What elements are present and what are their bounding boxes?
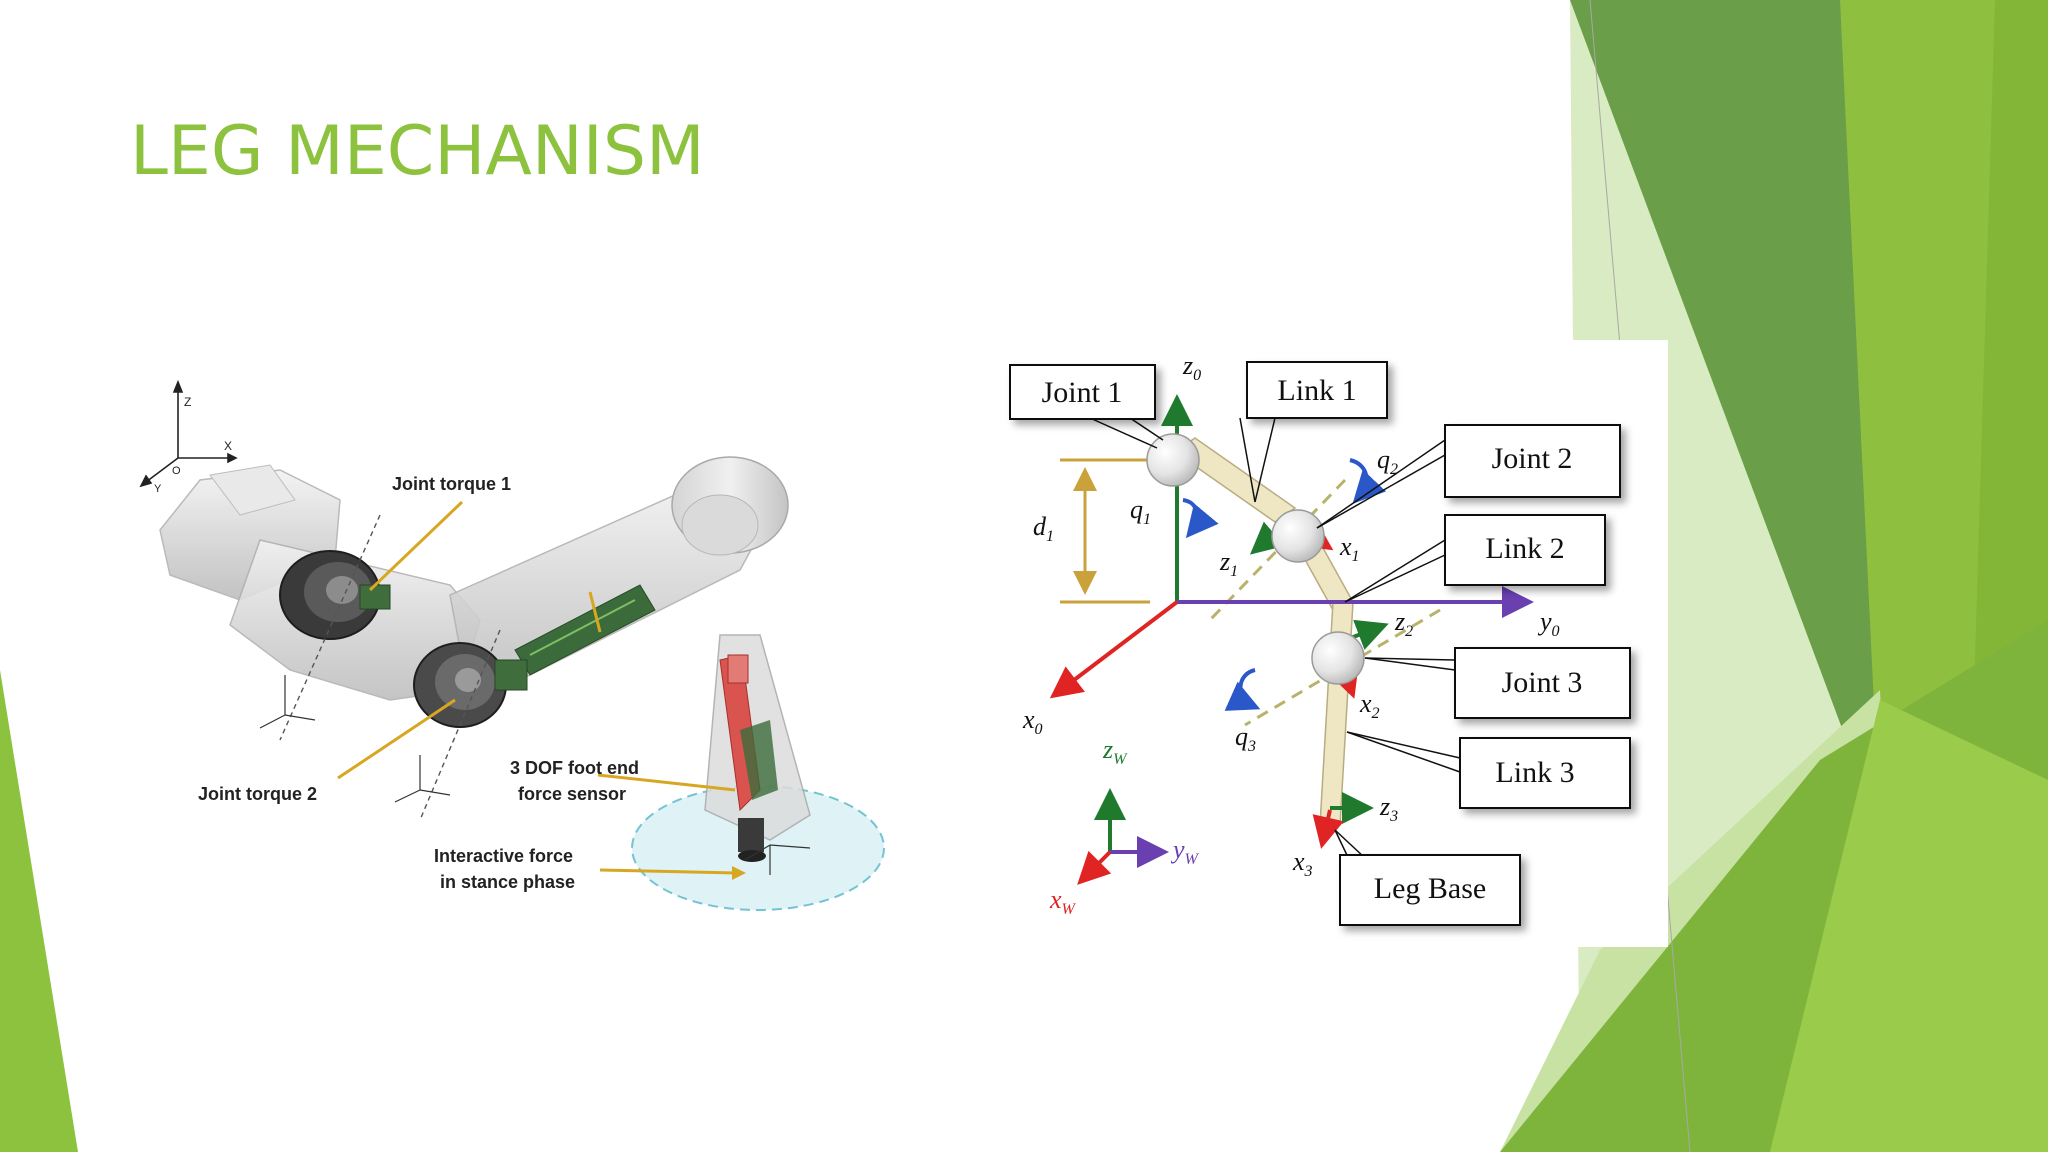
local-axes-foot [744, 844, 811, 875]
world-axis-y-label: Y [154, 483, 162, 495]
rotation-q1-icon [1182, 498, 1219, 539]
box-link1 [1246, 361, 1388, 419]
label-boxes [1009, 361, 1631, 926]
symbol-z1: z1 [1219, 547, 1238, 580]
rotation-q3-icon [1224, 668, 1261, 711]
box-leaders [1089, 417, 1461, 873]
box-link3 [1459, 737, 1631, 809]
label-leg-base: Leg Base [1374, 872, 1486, 905]
symbol-zw: zW [1102, 735, 1128, 768]
symbol-x1: x1 [1339, 532, 1360, 565]
symbol-y0: y0 [1537, 607, 1560, 640]
label-joint-3: Joint 3 [1502, 666, 1583, 699]
callout-force-line1: Interactive force [434, 846, 573, 866]
callout-joint-torque-1: Joint torque 1 [392, 474, 511, 494]
callout-leaders [337, 500, 737, 875]
symbol-x2: x2 [1359, 689, 1380, 722]
box-link2 [1444, 514, 1606, 586]
label-link-2: Link 2 [1485, 532, 1564, 565]
kinematic-diagram: Joint 1 Link 1 Joint 2 Link 2 Joint 3 Li… [985, 340, 1668, 947]
symbol-z2: z2 [1394, 607, 1413, 640]
world-axis-x-label: X [224, 439, 232, 453]
axis-x0 [1049, 600, 1179, 699]
box-joint3 [1454, 647, 1631, 719]
box-joint2 [1444, 424, 1621, 498]
symbol-x0: x0 [1022, 705, 1043, 738]
label-joint-2: Joint 2 [1492, 442, 1573, 475]
symbol-q2: q2 [1377, 445, 1398, 478]
symbol-xw: xW [1049, 885, 1077, 918]
callout-sensor-line2: force sensor [518, 784, 626, 804]
joint-3-ball [1311, 631, 1365, 685]
joint-motor-2 [413, 642, 528, 728]
joint-1-ball [1146, 433, 1200, 487]
label-joint-1: Joint 1 [1042, 376, 1123, 409]
symbol-z3: z3 [1379, 792, 1398, 825]
deco-facet-darkgreen [1570, 0, 1880, 830]
label-link-3: Link 3 [1495, 756, 1574, 789]
rotation-q2-icon [1349, 458, 1387, 504]
callout-force-line2: in stance phase [440, 872, 575, 892]
box-leg-base [1339, 854, 1521, 926]
joint-2-ball [1271, 509, 1325, 563]
world-axes [139, 379, 238, 488]
symbol-x3: x3 [1292, 847, 1313, 880]
callout-joint-torque-2: Joint torque 2 [198, 784, 317, 804]
box-joint1 [1009, 364, 1156, 420]
slide-title: LEG MECHANISM [130, 112, 705, 191]
callout-sensor-line1: 3 DOF foot end [510, 758, 639, 778]
local-axes-joint1 [259, 675, 316, 729]
local-axes-joint2 [394, 755, 451, 803]
symbol-d1: d1 [1033, 512, 1054, 545]
symbol-q1: q1 [1130, 495, 1151, 528]
world-axis-z-label: Z [184, 395, 191, 409]
world-axis-o-label: O [172, 465, 181, 477]
joint-axis-dashes [1208, 478, 1441, 727]
deco-facet-front [1770, 700, 2048, 1152]
axis-x3 [1312, 809, 1344, 849]
knee-housing [671, 456, 789, 556]
link-bars [1173, 437, 1355, 826]
symbol-yw: yW [1170, 835, 1200, 868]
label-link-1: Link 1 [1277, 374, 1356, 407]
joint-motor-1 [279, 550, 391, 640]
symbol-z0: z0 [1182, 351, 1201, 384]
axis-xw [1077, 850, 1112, 885]
symbol-q3: q3 [1235, 722, 1256, 755]
joint-axis-lines [279, 514, 501, 821]
d1-dimension [1060, 458, 1150, 604]
callout-arrowhead [732, 866, 746, 880]
deco-left-strip [0, 670, 78, 1152]
leg-mechanism-render: Z X Y O [139, 379, 885, 911]
